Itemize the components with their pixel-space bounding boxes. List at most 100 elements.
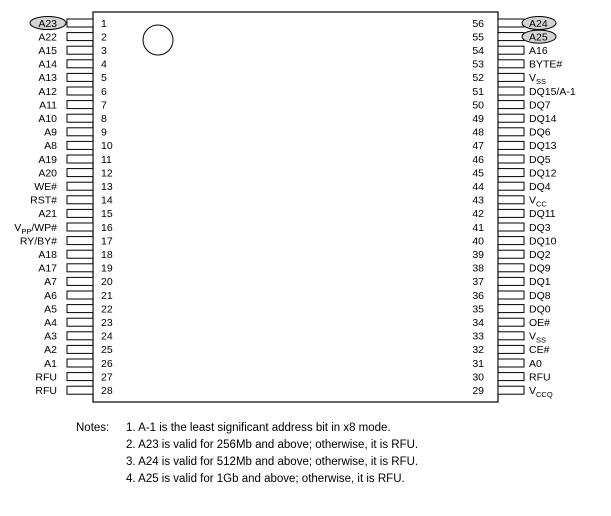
pin-name: A22: [38, 31, 57, 43]
notes-label: Notes:: [76, 422, 110, 434]
pin-name: A21: [38, 208, 57, 220]
pin-name: VPP/WP#: [14, 222, 57, 236]
pin-number: 14: [101, 195, 113, 207]
pin-11-a19: A19 11: [38, 154, 112, 166]
pin-name: DQ13: [529, 140, 557, 152]
pin-lead: [66, 385, 94, 395]
pin-number: 31: [472, 358, 484, 370]
pin-lead: [66, 208, 94, 218]
pin-name: RFU: [35, 385, 57, 397]
pin-lead: [497, 317, 525, 327]
pin-name: A6: [44, 290, 57, 302]
pin-name: A7: [44, 276, 57, 288]
pin-number: 23: [101, 317, 113, 329]
pin-name: A24: [529, 18, 548, 30]
pin-47-dq13: 47 DQ13: [472, 140, 556, 152]
pin-number: 40: [472, 235, 484, 247]
pin-1-a23: A23 1: [29, 16, 107, 30]
pin-50-dq7: 50 DQ7: [472, 99, 550, 111]
chip-package-body: [92, 11, 499, 403]
pin-name: DQ15/A-1: [529, 86, 576, 98]
pin-number: 32: [472, 344, 484, 356]
pin-name: DQ1: [529, 276, 551, 288]
pin-name: A19: [38, 154, 57, 166]
pin-17-ry-by: RY/BY#17: [20, 235, 113, 247]
note-item-4: 4. A25 is valid for 1Gb and above; other…: [126, 473, 405, 485]
pin-lead: [66, 317, 94, 327]
pin-name: RFU: [529, 371, 551, 383]
pin-lead: [66, 45, 94, 55]
pin-highlight-oval: [29, 16, 67, 30]
pin-name: A23: [38, 18, 57, 30]
pin-lead: [497, 290, 525, 300]
pin-number: 51: [472, 86, 484, 98]
pin-name: DQ4: [529, 181, 551, 193]
pin-lead: [497, 372, 525, 382]
pin-lead: [497, 344, 525, 354]
pin-name: RY/BY#: [20, 235, 57, 247]
pin-number: 24: [101, 331, 113, 343]
pin-lead: [497, 358, 525, 368]
pin-number: 47: [472, 140, 484, 152]
pin-name: DQ12: [529, 167, 557, 179]
pin-number: 42: [472, 208, 484, 220]
pin-name: RFU: [35, 371, 57, 383]
pin-lead: [66, 195, 94, 205]
pin-name: DQ5: [529, 154, 551, 166]
pin-lead: [497, 222, 525, 232]
pin-lead: [66, 18, 94, 28]
pin-name: A15: [38, 45, 57, 57]
pin-lead: [66, 32, 94, 42]
pin-lead: [497, 304, 525, 314]
pin-name: DQ0: [529, 303, 551, 315]
pin-number: 26: [101, 358, 113, 370]
pin-name: A17: [38, 263, 57, 275]
pin-highlight-oval: [521, 29, 557, 44]
pin-name: DQ7: [529, 99, 551, 111]
pin-name: A1: [44, 358, 57, 370]
pin-51-dq15-a-1: 51 DQ15/A-1: [472, 86, 576, 98]
pin-number: 10: [101, 140, 113, 152]
pin-name: A10: [38, 113, 57, 125]
pin-name: DQ11: [529, 208, 556, 220]
pin-number: 50: [472, 99, 484, 111]
pin-44-dq4: 44 DQ4: [472, 181, 550, 193]
pin-lead: [66, 263, 94, 273]
pin-name: A25: [529, 31, 548, 43]
pin-lead: [497, 385, 525, 395]
pin-lead: [66, 86, 94, 96]
pin-number: 7: [101, 99, 107, 111]
pin-number: 15: [101, 208, 113, 220]
pin-number: 43: [472, 195, 484, 207]
pin-number: 1: [101, 18, 107, 30]
pin-number: 29: [472, 385, 484, 397]
note-item-1: 1. A-1 is the least significant address …: [126, 422, 391, 434]
pin-lead: [66, 222, 94, 232]
note-item-3: 3. A24 is valid for 512Mb and above; oth…: [126, 456, 419, 468]
pin-number: 35: [472, 303, 484, 315]
pin-number: 45: [472, 167, 484, 179]
pin-number: 44: [472, 181, 484, 193]
pin-name: VSS: [529, 331, 546, 345]
pin-number: 11: [101, 154, 112, 166]
